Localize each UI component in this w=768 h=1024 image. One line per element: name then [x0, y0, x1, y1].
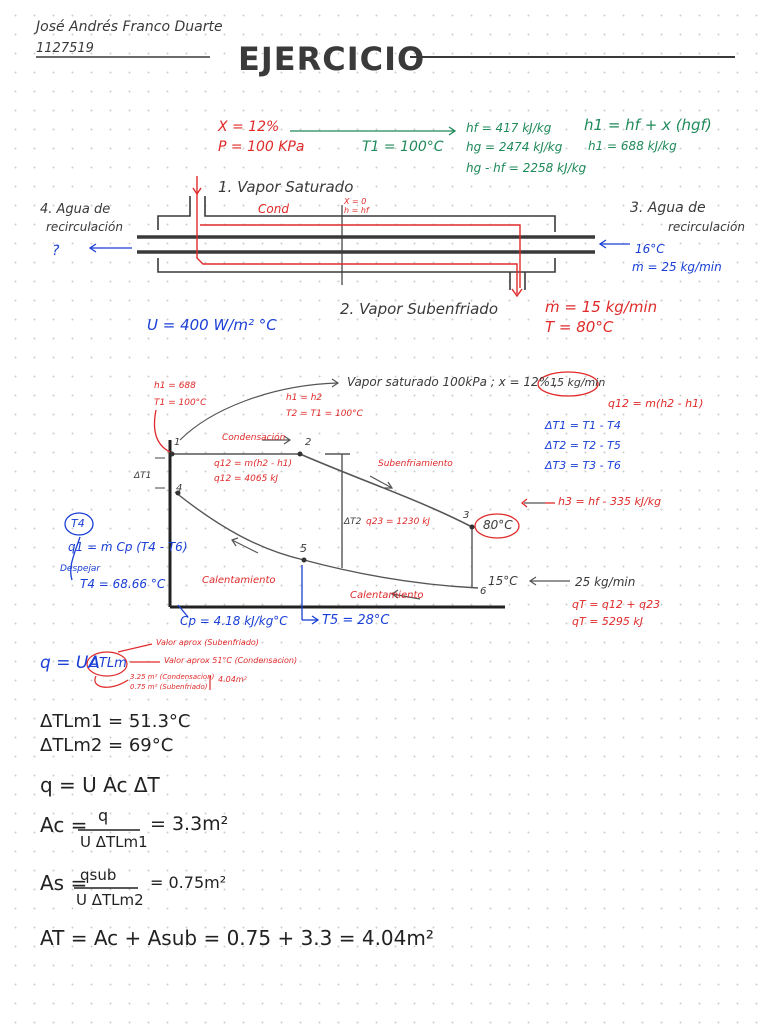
water-arrows [88, 239, 630, 253]
dt-ticks [155, 457, 165, 489]
point-3: 3 [463, 510, 470, 521]
lmtd-equation-prefix: q = UA [40, 653, 100, 673]
label-agua-left-1: 4. Agua de [40, 202, 111, 217]
diag-t1: T1 = 100°C [154, 398, 207, 408]
diag-dt1-side: ΔT1 [134, 471, 152, 481]
diag-cp: Cp = 4.18 kJ/kg°C [180, 614, 288, 628]
diagram-axes [168, 440, 505, 609]
diag-qc-value: q12 = 4065 kJ [214, 474, 279, 484]
result-ac-den: U ΔTLm1 [80, 833, 148, 851]
given-hghf: hg - hf = 2258 kJ/kg [466, 161, 587, 175]
diag-q1-formula: q1 = ṁ Cp (T4 - T6) [68, 540, 188, 554]
state-points [169, 451, 475, 563]
lmtd-note-area-cond: 3.25 m² (Condensacion) [130, 673, 215, 681]
result-ac-num: q [98, 806, 109, 825]
label-condensacion: Condensación [222, 433, 286, 443]
diag-h3: h3 = hf - 335 kJ/kg [558, 495, 662, 508]
author-name: José Andrés Franco Duarte [36, 19, 223, 35]
note-vapor-saturado: Vapor saturado 100kPa ; x = 12% , [347, 375, 558, 389]
given-t1: T1 = 100°C [362, 139, 444, 155]
point-1: 1 [174, 437, 181, 448]
point-5: 5 [300, 542, 307, 555]
diag-water-rate: 25 kg/min [575, 575, 636, 589]
diag-h1: h1 = 688 [154, 381, 196, 391]
label-water-temp-in: 16°C [635, 242, 665, 256]
givens-arrow [290, 126, 457, 136]
result-as-value: = 0.75m² [150, 873, 227, 892]
diag-qt-formula: qT = q12 + q23 [572, 598, 661, 611]
point-2: 2 [305, 437, 312, 448]
diag-qc-formula: q12 = m(h2 - h1) [214, 459, 293, 469]
result-dtlm1: ΔTLm1 = 51.3°C [40, 711, 191, 732]
point-4: 4 [176, 483, 183, 494]
diag-t6: 15°C [488, 574, 518, 588]
point-6: 6 [480, 586, 487, 597]
label-agua-right-1: 3. Agua de [630, 200, 706, 216]
label-water-rate-in: ṁ = 25 kg/min [632, 260, 722, 274]
heat-exchanger [137, 196, 595, 290]
label-calentamiento-1: Calentamiento [202, 575, 276, 586]
label-agua-left-2: recirculación [46, 220, 123, 234]
result-as-lhs: As = [40, 871, 88, 895]
label-cond: Cond [258, 202, 289, 216]
label-calentamiento-2: Calentamiento [350, 590, 424, 601]
result-total-area: AT = Ac + Asub = 0.75 + 3.3 = 4.04m² [40, 926, 434, 950]
diag-q23: q23 = 1230 kJ [366, 517, 431, 527]
h1-formula: h1 = hf + x (hgf) [584, 116, 712, 134]
given-pressure: P = 100 KPa [218, 139, 305, 155]
circled-t3: 80°C [483, 518, 513, 532]
label-subenfriamiento: Subenfriamiento [378, 459, 453, 469]
label-agua-left-unknown: ? [52, 243, 60, 259]
label-steam-temp-out: T = 80°C [545, 318, 614, 336]
lmtd-note-total: 4.04m² [218, 675, 247, 684]
lmtd-note-area-sub: 0.75 m² (Subenfriado) [130, 683, 208, 691]
result-dtlm2: ΔTLm2 = 69°C [40, 735, 174, 756]
diagram-blue-marks [64, 512, 320, 625]
label-steam-rate: ṁ = 15 kg/min [545, 298, 658, 316]
page-title: EJERCICIO [238, 40, 426, 78]
given-quality: X = 12% [218, 119, 280, 135]
label-vapor-subenfriado: 2. Vapor Subenfriado [340, 300, 498, 318]
diag-t2t1: T2 = T1 = 100°C [286, 409, 363, 419]
lmtd-red-marks [86, 643, 211, 690]
diag-dt2-side: ΔT2 [344, 517, 362, 527]
diag-q12-formula-right: q12 = m(h2 - h1) [608, 397, 704, 410]
label-agua-right-2: recirculación [668, 220, 745, 234]
diag-qt-value: qT = 5295 kJ [572, 615, 644, 628]
hot-curve [172, 453, 473, 528]
result-as-num: qsub [80, 866, 117, 884]
lmtd-note-condensacion: Valor aprox 51°C (Condensacion) [164, 656, 298, 665]
diag-dt1-def: ΔT1 = T1 - T4 [545, 419, 621, 432]
diag-dt3-def: ΔT3 = T3 - T6 [545, 459, 621, 472]
given-hf: hf = 417 kJ/kg [466, 121, 552, 135]
diag-despejar: Despejar [60, 564, 101, 574]
steam-path [192, 176, 523, 298]
given-hg: hg = 2474 kJ/kg [466, 140, 563, 154]
diagram-arrows [179, 378, 570, 600]
label-u-coefficient: U = 400 W/m² °C [147, 316, 277, 334]
result-ac-value: = 3.3m² [150, 813, 229, 835]
diag-t5: T5 = 28°C [322, 613, 390, 628]
diagram-red-marks [153, 371, 599, 539]
result-ac-lhs: Ac = [40, 813, 88, 837]
circled-t4: T4 [71, 517, 85, 530]
fraction-bars [74, 829, 140, 889]
label-x0: X = 0 [344, 197, 367, 206]
diag-t4-value: T4 = 68.66 °C [80, 577, 166, 591]
h1-value: h1 = 688 kJ/kg [588, 139, 677, 153]
diag-dt2-def: ΔT2 = T2 - T5 [545, 439, 621, 452]
label-hhf: h = hf [344, 206, 369, 215]
circled-mass-rate: 15 kg/min [550, 376, 606, 389]
result-as-den: U ΔTLm2 [76, 891, 144, 909]
label-vapor-saturado: 1. Vapor Saturado [218, 178, 354, 196]
student-id: 1127519 [36, 41, 94, 56]
diag-h1h2: h1 = h2 [286, 393, 323, 403]
lmtd-note-subenfriado: Valor aprox (Subenfriado) [156, 638, 259, 647]
lmtd-equation-dt: ΔTLm [90, 656, 127, 671]
result-q-uac: q = U Ac ΔT [40, 773, 160, 797]
